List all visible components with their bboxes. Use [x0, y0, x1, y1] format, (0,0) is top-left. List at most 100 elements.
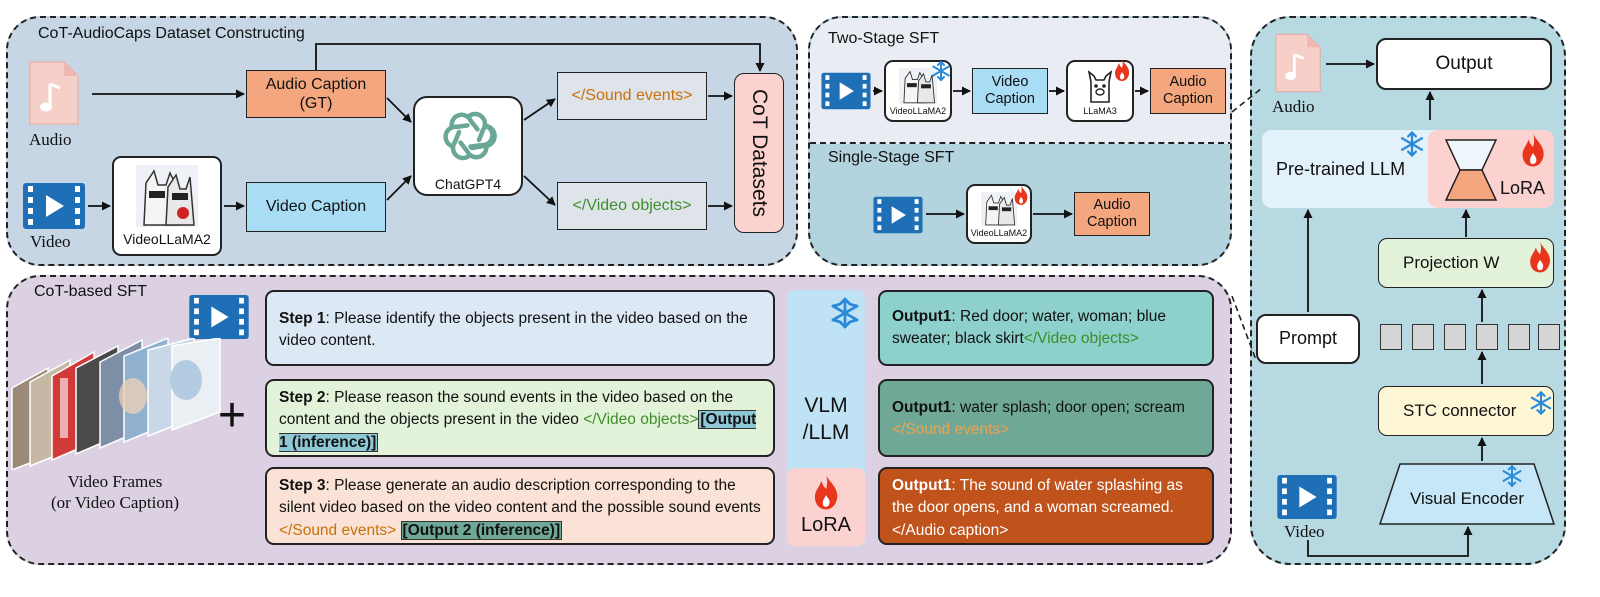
lora-label: LoRA [800, 514, 852, 536]
videollama2-label: VideoLLaMA2 [123, 231, 211, 247]
projection-label: Projection W [1403, 252, 1500, 272]
step3-label: Step 3 [279, 477, 326, 494]
llama-logo-icon [1083, 68, 1117, 104]
two-stage-audio-caption-line2: Caption [1163, 91, 1213, 107]
llama-logo-icon [899, 68, 937, 104]
video-caption-label: Video Caption [265, 198, 367, 216]
single-stage-audio-caption-line1: Audio [1093, 196, 1131, 213]
fire-icon [1526, 240, 1554, 274]
output-label: Output [1435, 52, 1493, 74]
vlm-label-line2: /LLM [802, 421, 850, 445]
step3-box: Step 3: Please generate an audio descrip… [265, 467, 775, 545]
two-stage-videollama2: VideoLLaMA2 [884, 60, 952, 122]
output1-box: Output1: Red door; water, woman; blue sw… [878, 290, 1214, 366]
visual-token [1508, 324, 1530, 350]
sound-events-tag-box: </Sound events> [557, 72, 707, 120]
single-stage-videollama2-label: VideoLLaMA2 [970, 228, 1028, 238]
video-play-icon [872, 196, 924, 234]
music-note-icon [28, 60, 80, 126]
snowflake-icon [930, 60, 952, 82]
step2-box: Step 2: Please reason the sound events i… [265, 379, 775, 457]
videollama2-model: VideoLLaMA2 [112, 156, 222, 256]
visual-encoder-box: Visual Encoder [1378, 462, 1556, 526]
video-play-icon [1276, 474, 1338, 520]
snowflake-icon [1528, 390, 1554, 416]
step2-video-objects-tag: </Video objects> [583, 411, 699, 429]
fire-icon [1112, 58, 1132, 82]
prompt-box: Prompt [1256, 314, 1360, 364]
output1-text: : Red door; water, woman; blue sweater; … [892, 308, 1166, 348]
cot-datasets-box: CoT Datasets [734, 73, 784, 233]
cot-sft-title: CoT-based SFT [34, 283, 147, 300]
arch-video-label: Video [1284, 522, 1325, 541]
chatgpt4-box: ChatGPT4 [413, 96, 523, 196]
two-stage-video-caption-line1: Video [991, 73, 1029, 90]
llm-label: Pre-trained LLM [1276, 159, 1406, 179]
step3-text: : Please generate an audio description c… [279, 477, 761, 517]
llama3-label: LLaMA3 [1083, 106, 1117, 116]
step3-output-ref: [Output 2 (inference)] [400, 520, 563, 540]
fire-icon [1012, 184, 1030, 206]
single-stage-audio-caption-box: Audio Caption [1074, 192, 1150, 236]
video-objects-tag: </Video objects> [572, 197, 692, 215]
video-play-icon [820, 72, 872, 110]
video-play-icon [188, 294, 250, 340]
video-frames-label-line2: (or Video Caption) [50, 493, 180, 513]
vlm-llm-column [787, 290, 865, 546]
plus-sign: + [218, 389, 247, 442]
output-box: Output [1376, 38, 1552, 90]
vlm-llm-label: VLM /LLM [787, 392, 865, 447]
music-note-icon [1274, 32, 1322, 94]
output3-label: Output1 [892, 477, 952, 494]
video-frames-image [8, 336, 228, 472]
llama-logo-icon [981, 192, 1017, 226]
output2-box: Output1: water splash; door open; scream… [878, 379, 1214, 457]
snowflake-icon [828, 296, 862, 330]
audio-caption-gt-line2: (GT) [299, 95, 333, 112]
sound-events-tag: </Sound events> [571, 87, 693, 105]
output1-label: Output1 [892, 308, 952, 325]
chatgpt4-label: ChatGPT4 [434, 176, 502, 192]
video-objects-tag-box: </Video objects> [557, 182, 707, 230]
single-stage-title: Single-Stage SFT [828, 149, 955, 166]
video-caption-box: Video Caption [246, 182, 386, 232]
fire-icon [810, 473, 842, 511]
output2-text: : water splash; door open; scream [951, 399, 1185, 416]
output3-text: : The sound of water splashing as the do… [892, 477, 1183, 539]
stc-connector-label: STC connector [1403, 400, 1517, 420]
visual-token [1380, 324, 1402, 350]
output2-label: Output1 [892, 399, 952, 416]
stc-connector-box: STC connector [1378, 386, 1554, 436]
arch-lora-label: LoRA [1500, 178, 1546, 198]
step1-text: : Please identify the objects present in… [279, 310, 748, 350]
visual-token [1412, 324, 1434, 350]
two-stage-videollama2-label: VideoLLaMA2 [889, 106, 947, 116]
two-stage-audio-caption-box: Audio Caption [1150, 68, 1226, 114]
output2-sound-events-tag: </Sound events> [892, 421, 1010, 439]
projection-box: Projection W [1378, 238, 1554, 288]
single-stage-videollama2: VideoLLaMA2 [966, 184, 1032, 244]
output3-box: Output1: The sound of water splashing as… [878, 467, 1214, 545]
step1-label: Step 1 [279, 310, 326, 327]
snowflake-icon [1398, 130, 1426, 158]
arch-audio-label: Audio [1272, 97, 1315, 116]
chatgpt-logo-icon [441, 108, 497, 164]
video-label: Video [30, 232, 71, 251]
video-frames-label-line1: Video Frames [67, 472, 163, 491]
visual-encoder-label: Visual Encoder [1409, 489, 1525, 508]
step2-label: Step 2 [279, 389, 326, 406]
audio-label: Audio [29, 130, 72, 149]
snowflake-icon [1500, 464, 1524, 488]
cot-datasets-label: CoT Datasets [748, 89, 771, 217]
llama-logo-icon [136, 165, 198, 227]
audio-caption-gt-line1: Audio Caption [265, 75, 367, 93]
two-stage-video-caption-line2: Caption [985, 91, 1035, 107]
single-stage-audio-caption-line2: Caption [1087, 214, 1137, 230]
prompt-label: Prompt [1278, 328, 1338, 349]
step2-text: : Please reason the sound events in the … [279, 389, 734, 429]
audio-caption-gt-box: Audio Caption (GT) [246, 70, 386, 118]
step3-sound-events-tag: </Sound events> [279, 521, 397, 539]
step1-box: Step 1: Please identify the objects pres… [265, 290, 775, 366]
two-stage-audio-caption-line1: Audio [1169, 73, 1207, 90]
visual-token [1538, 324, 1560, 350]
